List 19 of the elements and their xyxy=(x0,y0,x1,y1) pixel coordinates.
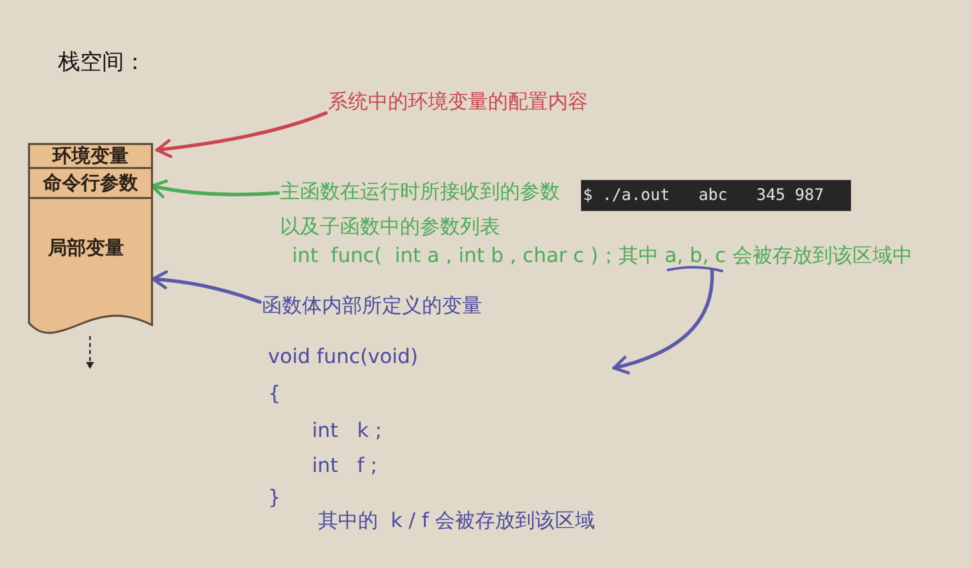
code-line: int k ; xyxy=(312,418,382,442)
arrow xyxy=(612,268,714,374)
code-line: void func(void) xyxy=(268,344,418,368)
code-line: } xyxy=(268,485,281,509)
code-annotation: int func( int a , int b , char c )；其中 a, b, c 会被存放到该区域中 xyxy=(292,242,942,270)
arrow xyxy=(155,111,328,158)
annotation-text: 主函数在运行时所接收到的参数 xyxy=(280,178,580,208)
terminal-box: $ ./a.out abc 345 987 xyxy=(581,180,851,211)
annotation-text: 以及子函数中的参数列表 xyxy=(280,213,540,241)
code-line: { xyxy=(268,381,281,405)
title: 栈空间： xyxy=(58,50,146,76)
annotation-text: 其中的 k / f 会被存放到该区域 xyxy=(318,508,596,532)
annotation-text: 系统中的环境变量的配置内容 xyxy=(328,88,618,116)
stack-cell: 命令行参数 xyxy=(28,169,153,199)
annotation-text: 函数体内部所定义的变量 xyxy=(262,292,512,320)
stack-cell: 环境变量 xyxy=(28,143,153,169)
code-line: int f ; xyxy=(312,453,378,477)
arrow xyxy=(151,270,262,304)
region-label: 局部变量 xyxy=(48,237,124,260)
